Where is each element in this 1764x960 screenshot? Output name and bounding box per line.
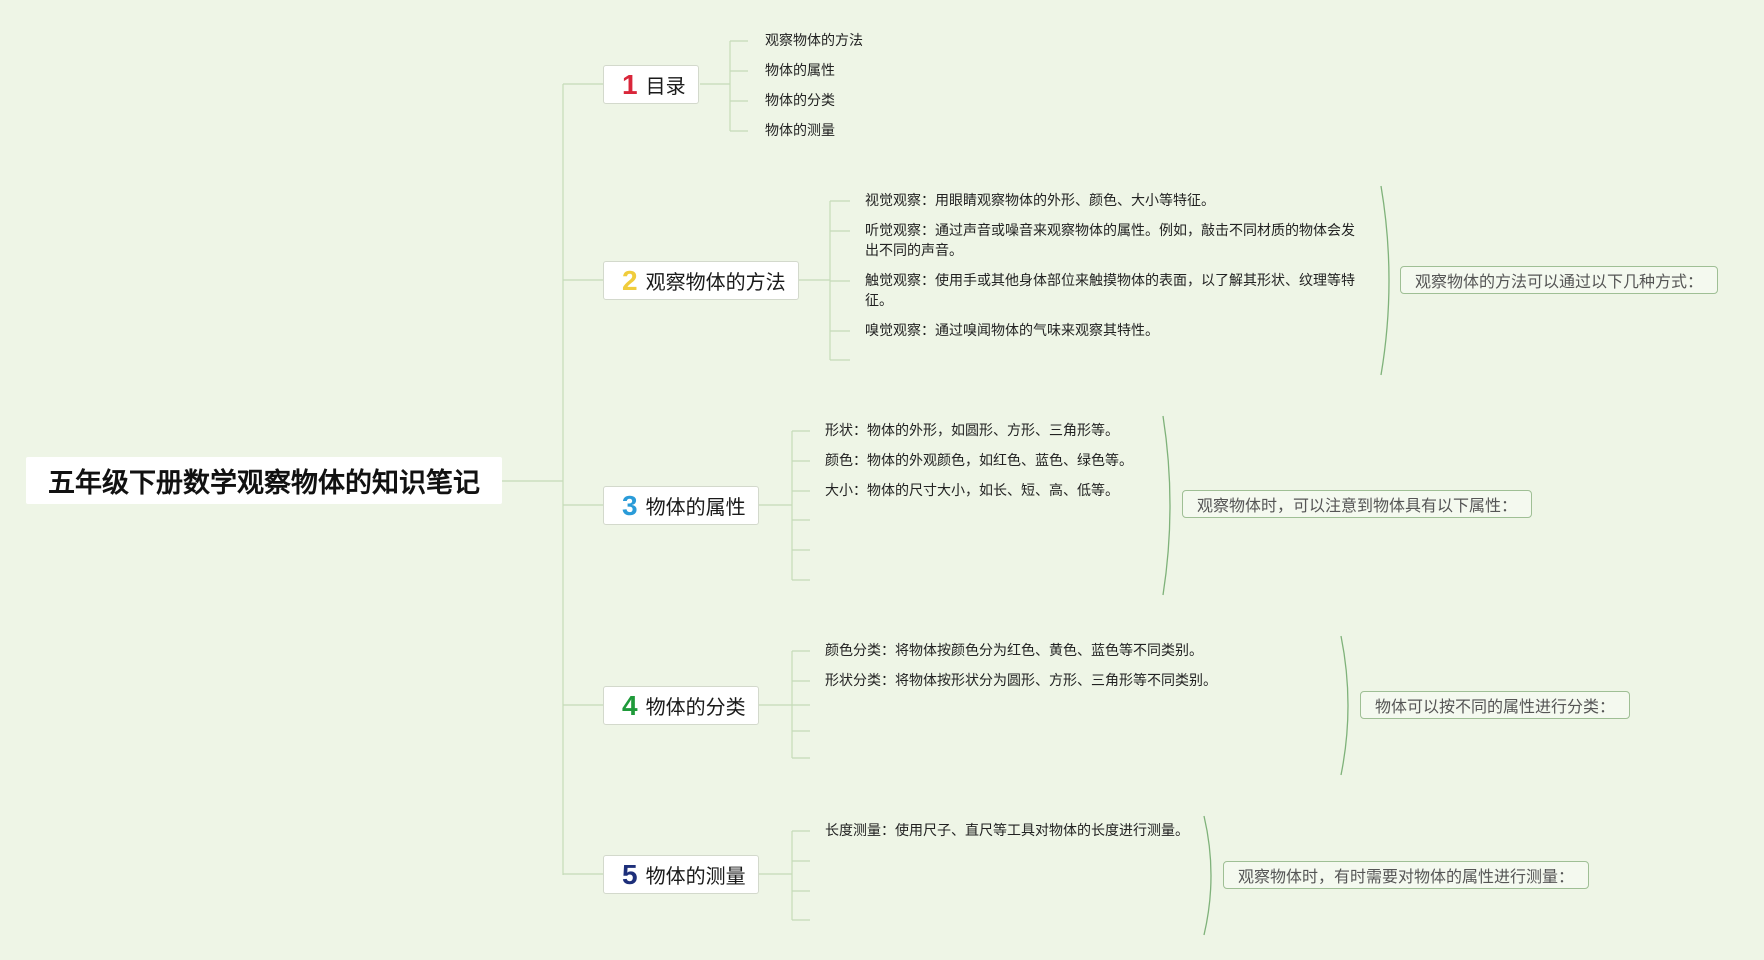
leaf-item[interactable]: 颜色：物体的外观颜色，如红色、蓝色、绿色等。 xyxy=(825,453,1133,469)
branch-number: 5 xyxy=(622,858,638,890)
root-topic[interactable]: 五年级下册数学观察物体的知识笔记 xyxy=(26,457,502,504)
leaf-item[interactable]: 物体的分类 xyxy=(765,93,835,109)
leaf-item[interactable]: 颜色分类：将物体按颜色分为红色、黄色、蓝色等不同类别。 xyxy=(825,643,1203,659)
branch-label: 物体的测量 xyxy=(645,864,746,888)
summary-callout[interactable]: 观察物体的方法可以通过以下几种方式： xyxy=(1400,266,1719,294)
branch-label: 观察物体的方法 xyxy=(645,270,786,294)
branch-number: 1 xyxy=(622,68,638,100)
leaf-item[interactable]: 物体的属性 xyxy=(765,63,835,79)
leaf-item[interactable]: 形状：物体的外形，如圆形、方形、三角形等。 xyxy=(825,423,1119,439)
branch-topic-contents[interactable]: 1 目录 xyxy=(603,65,699,104)
leaf-item[interactable]: 形状分类：将物体按形状分为圆形、方形、三角形等不同类别。 xyxy=(825,673,1217,689)
leaf-item[interactable]: 大小：物体的尺寸大小，如长、短、高、低等。 xyxy=(825,483,1119,499)
summary-callout[interactable]: 观察物体时，有时需要对物体的属性进行测量： xyxy=(1223,861,1590,889)
leaf-item[interactable]: 长度测量：使用尺子、直尺等工具对物体的长度进行测量。 xyxy=(825,823,1189,839)
leaf-item[interactable]: 触觉观察：使用手或其他身体部位来触摸物体的表面，以了解其形状、纹理等特征。 xyxy=(865,273,1355,309)
summary-bracket xyxy=(1203,815,1212,936)
branch-label: 物体的分类 xyxy=(645,695,746,719)
branch-number: 2 xyxy=(622,264,638,296)
branch-topic-methods[interactable]: 2 观察物体的方法 xyxy=(603,261,799,300)
summary-callout[interactable]: 观察物体时，可以注意到物体具有以下属性： xyxy=(1182,490,1533,518)
branch-topic-classification[interactable]: 4 物体的分类 xyxy=(603,686,759,725)
branch-label: 目录 xyxy=(645,74,686,98)
branch-number: 3 xyxy=(622,489,638,521)
leaf-item[interactable]: 物体的测量 xyxy=(765,123,835,139)
branch-topic-measurement[interactable]: 5 物体的测量 xyxy=(603,855,759,894)
summary-bracket xyxy=(1340,635,1349,776)
branch-label: 物体的属性 xyxy=(645,495,746,519)
branch-number: 4 xyxy=(622,689,638,721)
summary-callout[interactable]: 物体可以按不同的属性进行分类： xyxy=(1360,691,1631,719)
summary-bracket xyxy=(1380,185,1390,376)
summary-bracket xyxy=(1162,415,1171,596)
leaf-item[interactable]: 观察物体的方法 xyxy=(765,33,863,49)
leaf-item[interactable]: 视觉观察：用眼睛观察物体的外形、颜色、大小等特征。 xyxy=(865,193,1215,209)
leaf-item[interactable]: 听觉观察：通过声音或噪音来观察物体的属性。例如，敲击不同材质的物体会发出不同的声… xyxy=(865,223,1355,259)
leaf-item[interactable]: 嗅觉观察：通过嗅闻物体的气味来观察其特性。 xyxy=(865,323,1159,339)
branch-topic-attributes[interactable]: 3 物体的属性 xyxy=(603,486,759,525)
